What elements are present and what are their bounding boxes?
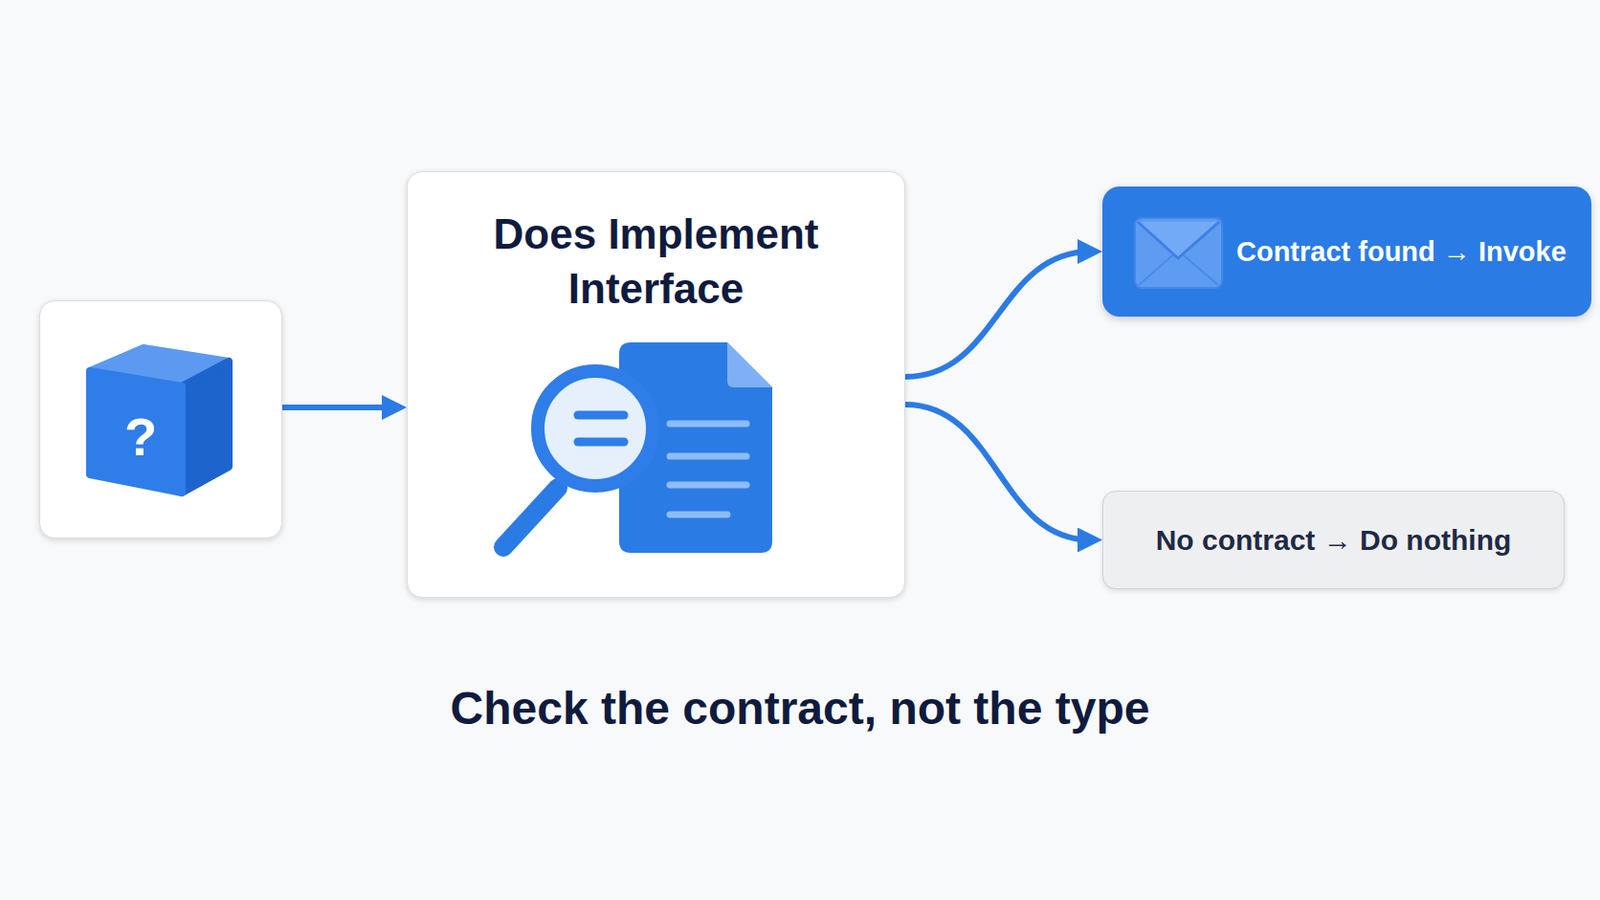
document-line [669,421,747,428]
document-line [669,482,747,489]
envelope-fold [1138,250,1219,286]
envelope-flap [1137,222,1220,259]
unknown-object-box: ? [39,300,283,539]
caption: Check the contract, not the type [0,681,1600,737]
lens-line [577,438,624,447]
result-box: No contract → Do nothing [1102,490,1565,590]
flow-arrow [905,251,1091,378]
cube-top [89,348,229,387]
result-box: Contract found → Invoke [1102,186,1592,317]
magnifier-handle [503,488,558,548]
icon-glyph: ? [111,410,170,465]
box-title: Does Implement Interface [445,172,867,316]
document-line [669,511,728,519]
cube-front [89,371,182,493]
envelope-icon [1134,218,1223,289]
cube-side [181,361,229,493]
box-label: No contract → Do nothing [1155,523,1512,558]
check-box: Does Implement Interface [406,171,906,599]
flow-arrow [282,404,396,411]
document-icon [619,342,773,554]
magnifier-lens [537,371,653,487]
document-line [669,453,747,461]
flow-arrow [905,404,1091,541]
document-fold [727,342,773,388]
box-label: Contract found → Invoke [1236,234,1567,269]
lens-line [577,411,624,421]
